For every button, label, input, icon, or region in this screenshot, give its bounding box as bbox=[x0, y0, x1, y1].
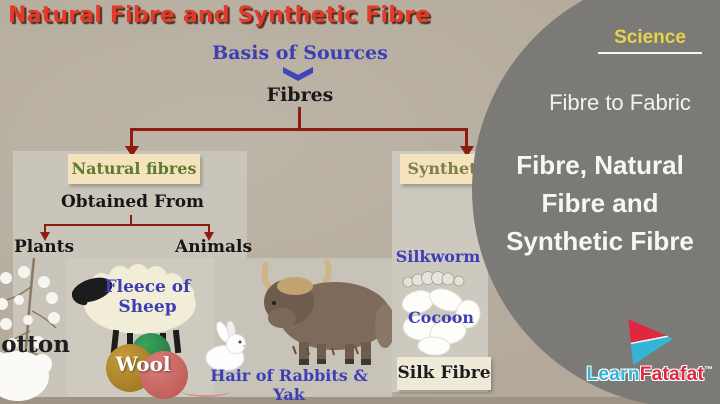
tree-line bbox=[465, 128, 468, 147]
silkworm-illustration bbox=[402, 271, 465, 288]
fibres-label: Fibres bbox=[266, 84, 334, 106]
brand-fatafat: Fatafat bbox=[639, 364, 705, 385]
tree-line bbox=[130, 128, 468, 131]
brand-learn: Learn bbox=[586, 364, 640, 385]
wool-label: Wool bbox=[115, 352, 171, 376]
bottom-edge bbox=[0, 397, 720, 404]
silk-fibre-box: Silk Fibre bbox=[397, 357, 491, 390]
arrow-down-icon bbox=[460, 146, 474, 157]
subject-badge: Science bbox=[598, 27, 702, 54]
cocoon-illustration bbox=[401, 288, 481, 356]
wool-thread bbox=[182, 386, 230, 397]
arrow-down-icon bbox=[40, 232, 50, 241]
tree-line bbox=[44, 224, 46, 233]
animals-label: Animals bbox=[175, 237, 253, 257]
cocoon-label: Cocoon bbox=[407, 308, 475, 327]
cotton-label: Cotton bbox=[0, 331, 70, 358]
arrow-down-icon bbox=[125, 146, 139, 157]
yak-illustration bbox=[261, 259, 392, 365]
tree-line bbox=[130, 215, 132, 225]
course-title: Fibre to Fabric bbox=[549, 90, 691, 115]
tree-line bbox=[44, 224, 210, 226]
lesson-title-line: Fibre and bbox=[541, 188, 659, 218]
fleece-of-sheep-label: Fleece of Sheep bbox=[104, 277, 191, 317]
natural-fibres-box: Natural fibres bbox=[68, 154, 200, 184]
page-title: Natural Fibre and Synthetic Fibre bbox=[8, 3, 431, 28]
rabbit-illustration bbox=[205, 320, 246, 371]
arrow-down-icon bbox=[204, 232, 214, 241]
lesson-title-line: Synthetic Fibre bbox=[506, 226, 694, 256]
hair-of-rabbits-yak-label: Hair of Rabbits & Yak bbox=[210, 366, 368, 404]
wool-ball-red bbox=[140, 351, 188, 399]
basis-of-sources-label: Basis of Sources bbox=[212, 42, 388, 64]
cotton-plant-illustration bbox=[0, 257, 60, 401]
lesson-title: Fibre, Natural Fibre and Synthetic Fibre bbox=[478, 146, 720, 260]
tree-line bbox=[130, 128, 133, 147]
tree-line bbox=[298, 107, 301, 129]
lesson-title-line: Fibre, Natural bbox=[516, 150, 684, 180]
brand-tm: ™ bbox=[704, 364, 714, 375]
silkworm-label: Silkworm bbox=[395, 247, 481, 266]
obtained-from-label: Obtained From bbox=[60, 192, 205, 212]
chevron-down-icon bbox=[283, 67, 313, 81]
tree-line bbox=[208, 224, 210, 233]
plants-label: Plants bbox=[14, 237, 75, 257]
brand-wordmark: LearnFatafat™ bbox=[575, 364, 720, 386]
